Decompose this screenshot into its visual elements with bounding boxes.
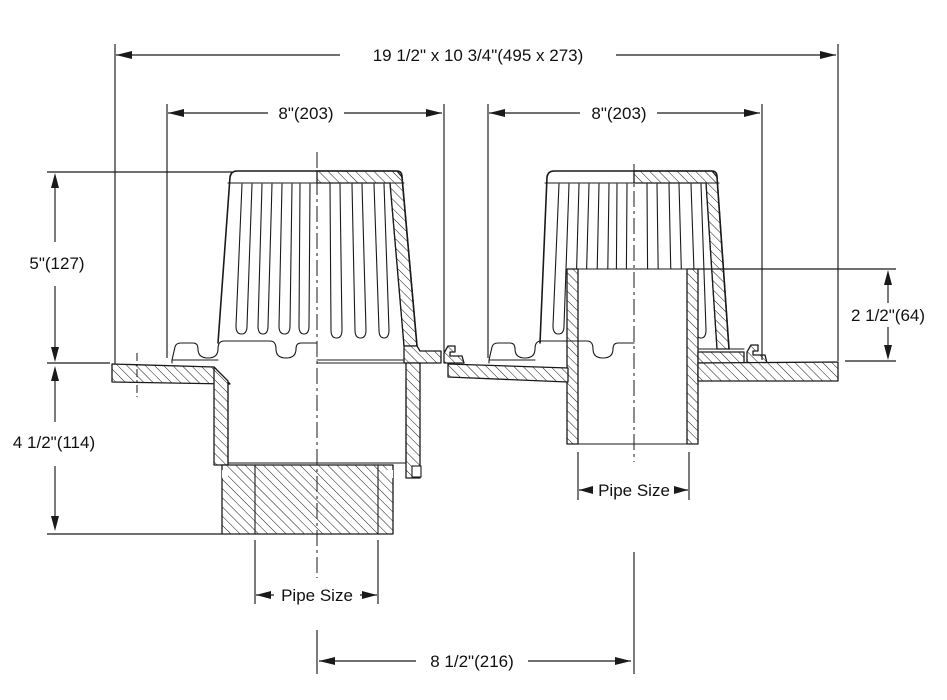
left-dome-exterior-slots [235, 183, 311, 335]
dim-right-dome-width: 8"(203) [487, 104, 763, 360]
left-threaded-outlet [221, 464, 394, 535]
right-standpipe [566, 268, 699, 445]
center-deck-flange [447, 363, 569, 383]
left-roof-drain [111, 170, 465, 535]
left-flange-collar [171, 340, 318, 364]
right-flange-collar [488, 340, 635, 364]
left-clamp-hook [443, 345, 465, 364]
dim-dome-height: 5"(127) [29, 171, 232, 364]
dim-body-depth: 4 1/2"(114) [13, 366, 222, 535]
dim-overall-size: 19 1/2" x 10 3/4"(495 x 273) [114, 44, 839, 364]
left-thread-relief-notch [411, 465, 422, 478]
left-clamp-foot [403, 345, 442, 364]
dim-label-dome-height: 5"(127) [29, 254, 84, 273]
dim-left-outlet-size: Pipe Size [254, 540, 379, 605]
dim-label-left-outlet-size: Pipe Size [281, 586, 353, 605]
left-thread-notch-b [387, 470, 393, 478]
right-seat-base [697, 351, 745, 364]
left-deck-flange [111, 363, 231, 385]
dim-label-outlet-spacing: 8 1/2"(216) [430, 652, 514, 671]
dim-label-body-depth: 4 1/2"(114) [13, 433, 95, 452]
left-sump-wall-right [405, 362, 421, 479]
left-thread-notch-a [222, 470, 228, 478]
left-outlet-thread-lines [254, 464, 379, 535]
right-dome-outline [539, 170, 730, 350]
left-sump-wall-left [213, 366, 229, 466]
standpipe-body-mask [567, 269, 698, 444]
left-dome-outline [217, 170, 418, 347]
dim-label-right-outlet-size: Pipe Size [598, 481, 670, 500]
standpipe-wall-left [566, 268, 579, 445]
left-seat-lines [316, 359, 404, 364]
dim-label-overall-size: 19 1/2" x 10 3/4"(495 x 273) [373, 46, 584, 65]
dim-outlet-spacing: 8 1/2"(216) [316, 552, 635, 674]
dim-water-dam-height: 2 1/2"(64) [698, 268, 925, 362]
dim-label-water-dam-height: 2 1/2"(64) [851, 306, 925, 325]
right-clamp-hook [746, 344, 768, 364]
standpipe-rim-and-bottom [566, 268, 699, 445]
dim-left-dome-width: 8"(203) [166, 104, 445, 358]
dim-label-left-dome-width: 8"(203) [278, 104, 333, 123]
dim-label-right-dome-width: 8"(203) [591, 104, 646, 123]
standpipe-wall-right [686, 268, 699, 445]
dim-right-outlet-size: Pipe Size [577, 452, 690, 500]
left-dome-section-slots [329, 183, 390, 339]
right-deck-flange [697, 361, 839, 382]
right-roof-drain [447, 170, 839, 445]
